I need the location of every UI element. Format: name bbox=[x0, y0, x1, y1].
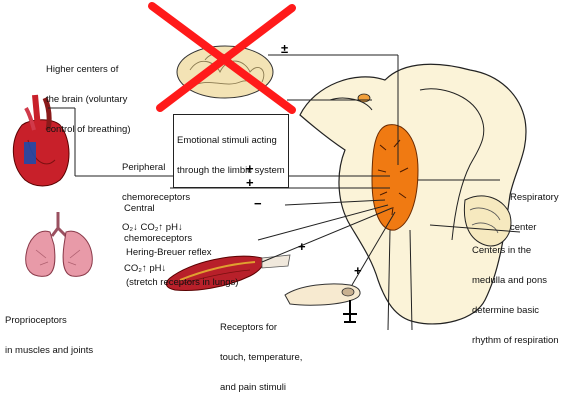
medulla-pons-line-2: medulla and pons bbox=[472, 276, 559, 286]
emotional-stimuli-label: Emotional stimuli acting through the lim… bbox=[173, 114, 289, 188]
emotional-stimuli-line-1: Emotional stimuli acting bbox=[177, 136, 285, 146]
emotional-stimuli-line-2: through the limbic system bbox=[177, 166, 285, 176]
receptors-touch-label: Receptors for touch, temperature, and pa… bbox=[220, 303, 302, 403]
medulla-pons-line-1: Centers in the bbox=[472, 246, 559, 256]
receptors-touch-line-1: Receptors for bbox=[220, 323, 302, 333]
respiratory-center-line-1: Respiratory bbox=[510, 193, 559, 203]
proprioceptors-label: Proprioceptors in muscles and joints bbox=[5, 296, 93, 366]
hering-breuer-sign: − bbox=[254, 197, 262, 210]
receptors-touch-line-3: and pain stimuli bbox=[220, 383, 302, 393]
higher-centers-sign: ± bbox=[281, 42, 288, 55]
peripheral-sign: + bbox=[246, 162, 254, 175]
central-line-1: Central bbox=[124, 204, 192, 214]
proprioceptors-sign: + bbox=[298, 240, 306, 253]
lungs-illustration bbox=[26, 212, 93, 276]
medulla-pons-line-3: determine basic bbox=[472, 306, 559, 316]
higher-centers-label: Higher centers of the brain (voluntary c… bbox=[46, 45, 131, 145]
proprioceptors-line-1: Proprioceptors bbox=[5, 316, 93, 326]
receptors-touch-line-2: touch, temperature, bbox=[220, 353, 302, 363]
receptors-touch-sign: + bbox=[354, 264, 362, 277]
medulla-pons-label: Centers in the medulla and pons determin… bbox=[472, 226, 559, 356]
higher-centers-line-1: Higher centers of bbox=[46, 65, 131, 75]
medulla-pons-line-4: rhythm of respiration bbox=[472, 336, 559, 346]
central-sign: + bbox=[246, 176, 254, 189]
proprioceptors-line-2: in muscles and joints bbox=[5, 346, 93, 356]
peripheral-line-1: Peripheral bbox=[122, 163, 190, 173]
hering-breuer-label: Hering-Breuer reflex (stretch receptors … bbox=[126, 228, 238, 298]
hering-breuer-line-2: (stretch receptors in lungs) bbox=[126, 278, 238, 288]
higher-centers-line-2: the brain (voluntary bbox=[46, 95, 131, 105]
hering-breuer-line-1: Hering-Breuer reflex bbox=[126, 248, 238, 258]
higher-centers-line-3: control of breathing) bbox=[46, 125, 131, 135]
